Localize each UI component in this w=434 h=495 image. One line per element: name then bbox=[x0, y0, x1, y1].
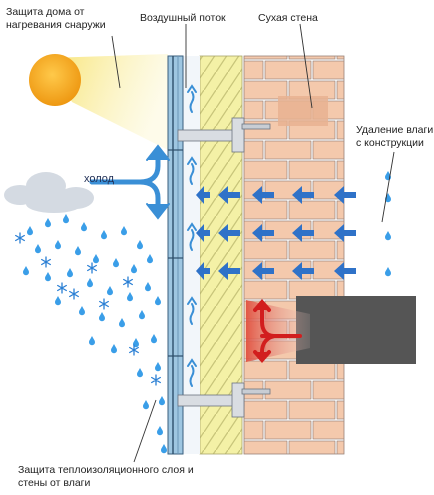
moisture-removal-label: Удаление влаги с конструкции bbox=[356, 124, 434, 149]
anchor-bracket-icon bbox=[177, 117, 271, 418]
raindrop-icon bbox=[23, 214, 167, 454]
leader-lines bbox=[111, 23, 395, 463]
cold-wind-arrows bbox=[89, 144, 170, 220]
radiator-icon bbox=[296, 296, 416, 364]
wall-shade bbox=[278, 96, 328, 126]
moisture-removal-arrows bbox=[196, 186, 356, 280]
heat-protection-label: Защита дома от нагревания снаружи bbox=[6, 6, 106, 31]
sun-icon bbox=[29, 54, 81, 106]
insulation-protection-label: Защита теплоизоляционного слоя и стены о… bbox=[18, 464, 194, 489]
cloud-icon bbox=[4, 172, 94, 213]
cold-label: холод bbox=[84, 173, 115, 185]
air-flow-label: Воздушный поток bbox=[140, 12, 226, 24]
snowflake-icon bbox=[15, 232, 161, 386]
heat-arrows bbox=[253, 298, 302, 364]
dry-wall-label: Сухая стена bbox=[258, 12, 318, 24]
air-gap bbox=[183, 56, 200, 454]
air-flow-arrows bbox=[187, 84, 197, 387]
facade-panel bbox=[167, 55, 184, 455]
